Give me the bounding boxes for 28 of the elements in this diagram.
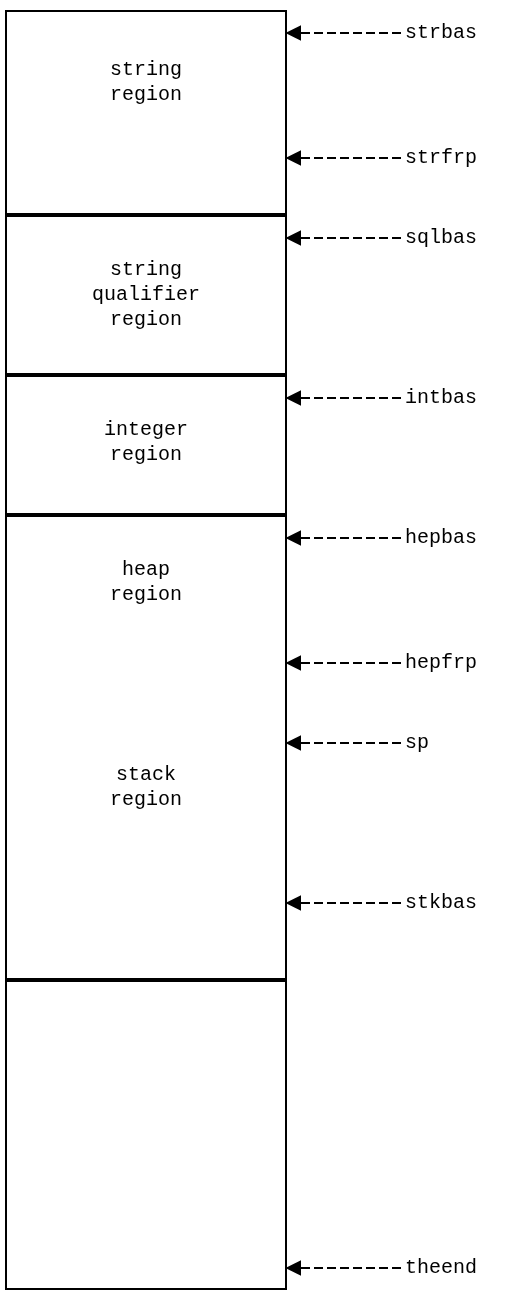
region-label: integer region — [103, 417, 189, 467]
pointer-label: hepfrp — [405, 651, 477, 675]
pointer-label: theend — [405, 1256, 477, 1280]
region-label: heap region — [109, 557, 183, 607]
memory-region-box — [5, 375, 287, 515]
pointer-label: intbas — [405, 386, 477, 410]
pointer-label: sp — [405, 731, 429, 755]
memory-region-box — [5, 515, 287, 980]
memory-region-box — [5, 215, 287, 375]
arrow — [285, 390, 402, 406]
region-label: stack region — [109, 762, 183, 812]
pointer-label: stkbas — [405, 891, 477, 915]
memory-region-box — [5, 980, 287, 1290]
arrow — [285, 735, 402, 751]
arrow — [285, 230, 402, 246]
region-label: string qualifier region — [91, 257, 201, 332]
pointer-label: strbas — [405, 21, 477, 45]
region-label: string region — [109, 57, 183, 107]
pointer-label: sqlbas — [405, 226, 477, 250]
arrow — [285, 530, 402, 546]
memory-region-box — [5, 10, 287, 215]
arrow — [285, 150, 402, 166]
pointer-label: hepbas — [405, 526, 477, 550]
arrow — [285, 25, 402, 41]
arrow — [285, 895, 402, 911]
arrow — [285, 655, 402, 671]
arrow — [285, 1260, 402, 1276]
pointer-label: strfrp — [405, 146, 477, 170]
